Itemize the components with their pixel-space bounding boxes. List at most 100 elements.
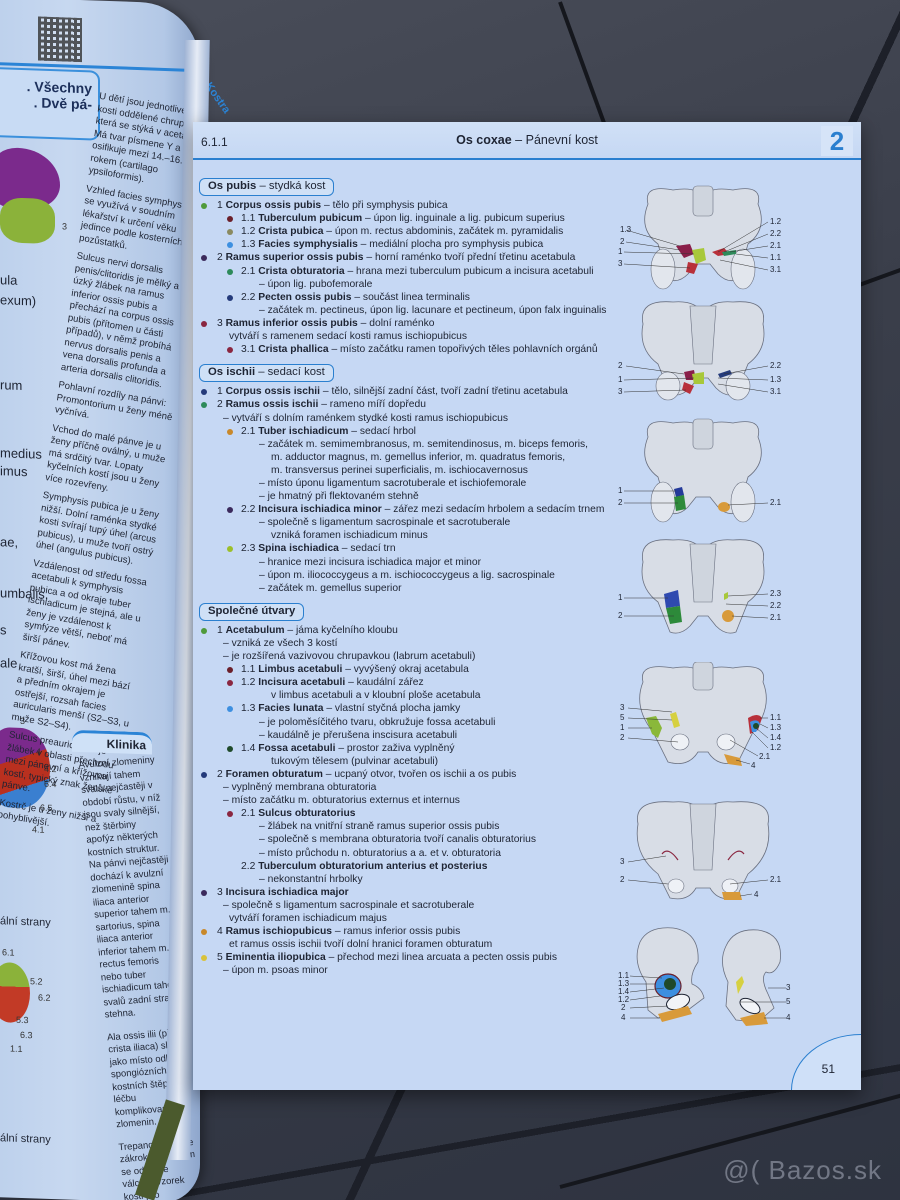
chapter-number: 2 [821,126,853,156]
section-heading-rest: – stydká kost [256,180,326,192]
list-item: 1.3 Facies symphysialis – mediální ploch… [199,238,619,251]
left-diagram-label: 6.2 [38,992,51,1003]
item-continuation: – nekonstantní hrbolky [259,873,363,885]
item-number: 1.2 [241,226,256,238]
item-number: 2.2 [241,860,256,872]
item-continuation: – začátek m. semimembranosus, m. semiten… [259,438,589,450]
item-continuation: – je poloměsíčitého tvaru, obkružuje fos… [259,716,496,728]
bullet-dot [227,428,233,435]
list-item: 2.2 Incisura ischiadica minor – zářez me… [199,503,619,516]
right-page: 6.1.1 Os coxae – Pánevní kost 2 Os pubis… [193,122,861,1090]
fig-label: 2 [618,611,623,620]
section-heading-bold: Os pubis [208,180,257,192]
list-item: 1.3 Facies lunata – vlastní styčná ploch… [199,702,619,715]
item-number: 1 [217,386,223,398]
section-heading-os-ischii: Os ischii – sedací kost [199,364,334,383]
list-item: 2.1 Crista obturatoria – hrana mezi tube… [199,265,619,278]
item-number: 1.2 [241,677,256,689]
bullet-dot [227,347,233,354]
item-continuation: m. transversus perinei superficialis, m.… [271,464,528,476]
item-continuation: – společně s ligamentum sacrospinale et … [259,517,511,529]
item-term: Facies lunata [258,703,324,715]
pelvis-illustration: 3 2 2.1 4 [620,801,782,900]
fig-label: 3 [620,857,625,866]
fig-label: 1.2 [770,743,782,752]
fig-label: 3 [618,387,623,396]
list-item: 2.2 Pecten ossis pubis – součást linea t… [199,291,619,304]
bullet-dot [227,268,233,275]
fig-label: 3.1 [770,387,782,396]
left-text-fragment: s [0,622,7,638]
item-number: 3 [217,317,223,329]
item-term: Ramus superior ossis pubis [225,252,364,264]
section-number: 6.1.1 [201,135,228,149]
pelvis-anterior-ischii-figure: 1 2 2.1 [618,417,788,527]
fig-label: 2.3 [770,589,782,598]
fig-label: 4 [786,1013,791,1022]
left-text-fragment: medius [0,445,42,462]
pelvis-posterior-ischii-figure: 1 2 2.3 2.2 2.1 [618,532,788,642]
left-text-fragment: ale [0,655,18,671]
fig-label: 1.4 [618,987,630,996]
item-term: Crista obturatoria [258,265,345,277]
page-number: 51 [821,1062,835,1076]
list-item: 2.3 Spina ischiadica – sedací trn [199,542,619,555]
left-text-fragment: ální strany [0,1132,51,1146]
item-desc: – ucpaný otvor, tvořen os ischii a os pu… [322,768,517,780]
fig-label: 2.1 [770,498,782,507]
item-desc: – rameno míří dopředu [318,399,426,411]
item-continuation: – je hmatný při flektovaném stehně [259,491,419,503]
item-continuation: – místo úponu ligamentum sacrotuberale e… [259,477,527,489]
item-term: Incisura acetabuli [258,677,346,689]
item-number: 2.2 [241,291,256,303]
list-item: 1 Corpus ossis pubis – tělo při symphysi… [199,199,619,212]
fig-label: 1 [618,593,623,602]
bullet-dot [227,811,233,818]
fig-label: 2.1 [770,241,782,250]
fig-label: 4 [621,1013,626,1022]
section-heading-bold: Os ischii [208,366,256,379]
item-term: Sulcus obturatorius [258,808,356,820]
item-term: Acetabulum [225,624,285,636]
left-text-fragment: exum) [0,292,37,309]
item-desc: – zářez mezi sedacím hrbolem a sedacím t… [381,504,605,516]
left-diagram-label: 5.3 [16,1014,29,1026]
item-continuation: m. adductor magnus, m. gemellus inferior… [271,451,566,463]
list-item: 2.1 Tuber ischiadicum – sedací hrbol [199,425,619,438]
pelvis-anterior-pubis-figure: 1.3 2 1 3 1.2 2.2 2.1 1.1 3.1 [618,184,788,294]
item-desc: – mediální plocha pro symphysis pubica [357,239,544,251]
pelvis-posterior-pubis-figure: 2 1 3 2.2 1.3 3.1 [618,294,788,404]
left-text-fragment: ae, [0,534,19,550]
bullet-dot [227,216,233,223]
bullet-dot [201,627,207,634]
bullet-dot [227,242,233,249]
list-item: 3 Ramus inferior ossis pubis – dolní ram… [199,317,619,330]
fig-label: 1 [620,723,625,732]
left-box-line: . Dvě pá- [33,94,92,113]
item-desc: – sedací trn [338,543,396,555]
item-continuation: – začátek m. pectineus, úpon lig. lacuna… [259,304,607,316]
item-term: Corpus ossis pubis [225,200,322,212]
section-heading-bold: Společné útvary [208,604,296,617]
item-continuation: v limbus acetabuli a v kloubní ploše ace… [271,690,481,702]
item-term: Spina ischiadica [258,543,339,555]
left-diagram-label: 5.2 [30,976,43,987]
pelvis-illustration: 1.1 1.3 1.4 1.2 2 4 3 5 4 [618,927,791,1026]
item-continuation: – místo začátku m. obturatorius externus… [223,795,460,807]
list-item: 2.2 Tuberculum obturatorium anterius et … [199,860,619,873]
item-continuation: – úpon m. psoas minor [223,965,328,977]
page-content: Os pubis – stydká kost 1 Corpus ossis pu… [199,178,619,977]
item-term: Eminentia iliopubica [225,952,326,964]
bullet-dot [201,389,207,396]
item-term: Foramen obturatum [225,768,323,780]
qr-code [38,16,82,63]
item-term: Limbus acetabuli [258,664,343,676]
item-desc: – ramus inferior ossis pubis [332,926,461,938]
fig-label: 2.2 [770,601,782,610]
item-number: 2.3 [241,543,256,555]
list-item: 1 Corpus ossis ischii – tělo, silnější z… [199,385,619,398]
item-desc: – úpon lig. inguinale a lig. pubicum sup… [362,213,565,225]
item-continuation: – úpon m. iliococcygeus a m. ischiococcy… [259,569,555,581]
item-desc: – kaudální zářez [345,677,424,689]
fig-label: 1.4 [770,733,782,742]
